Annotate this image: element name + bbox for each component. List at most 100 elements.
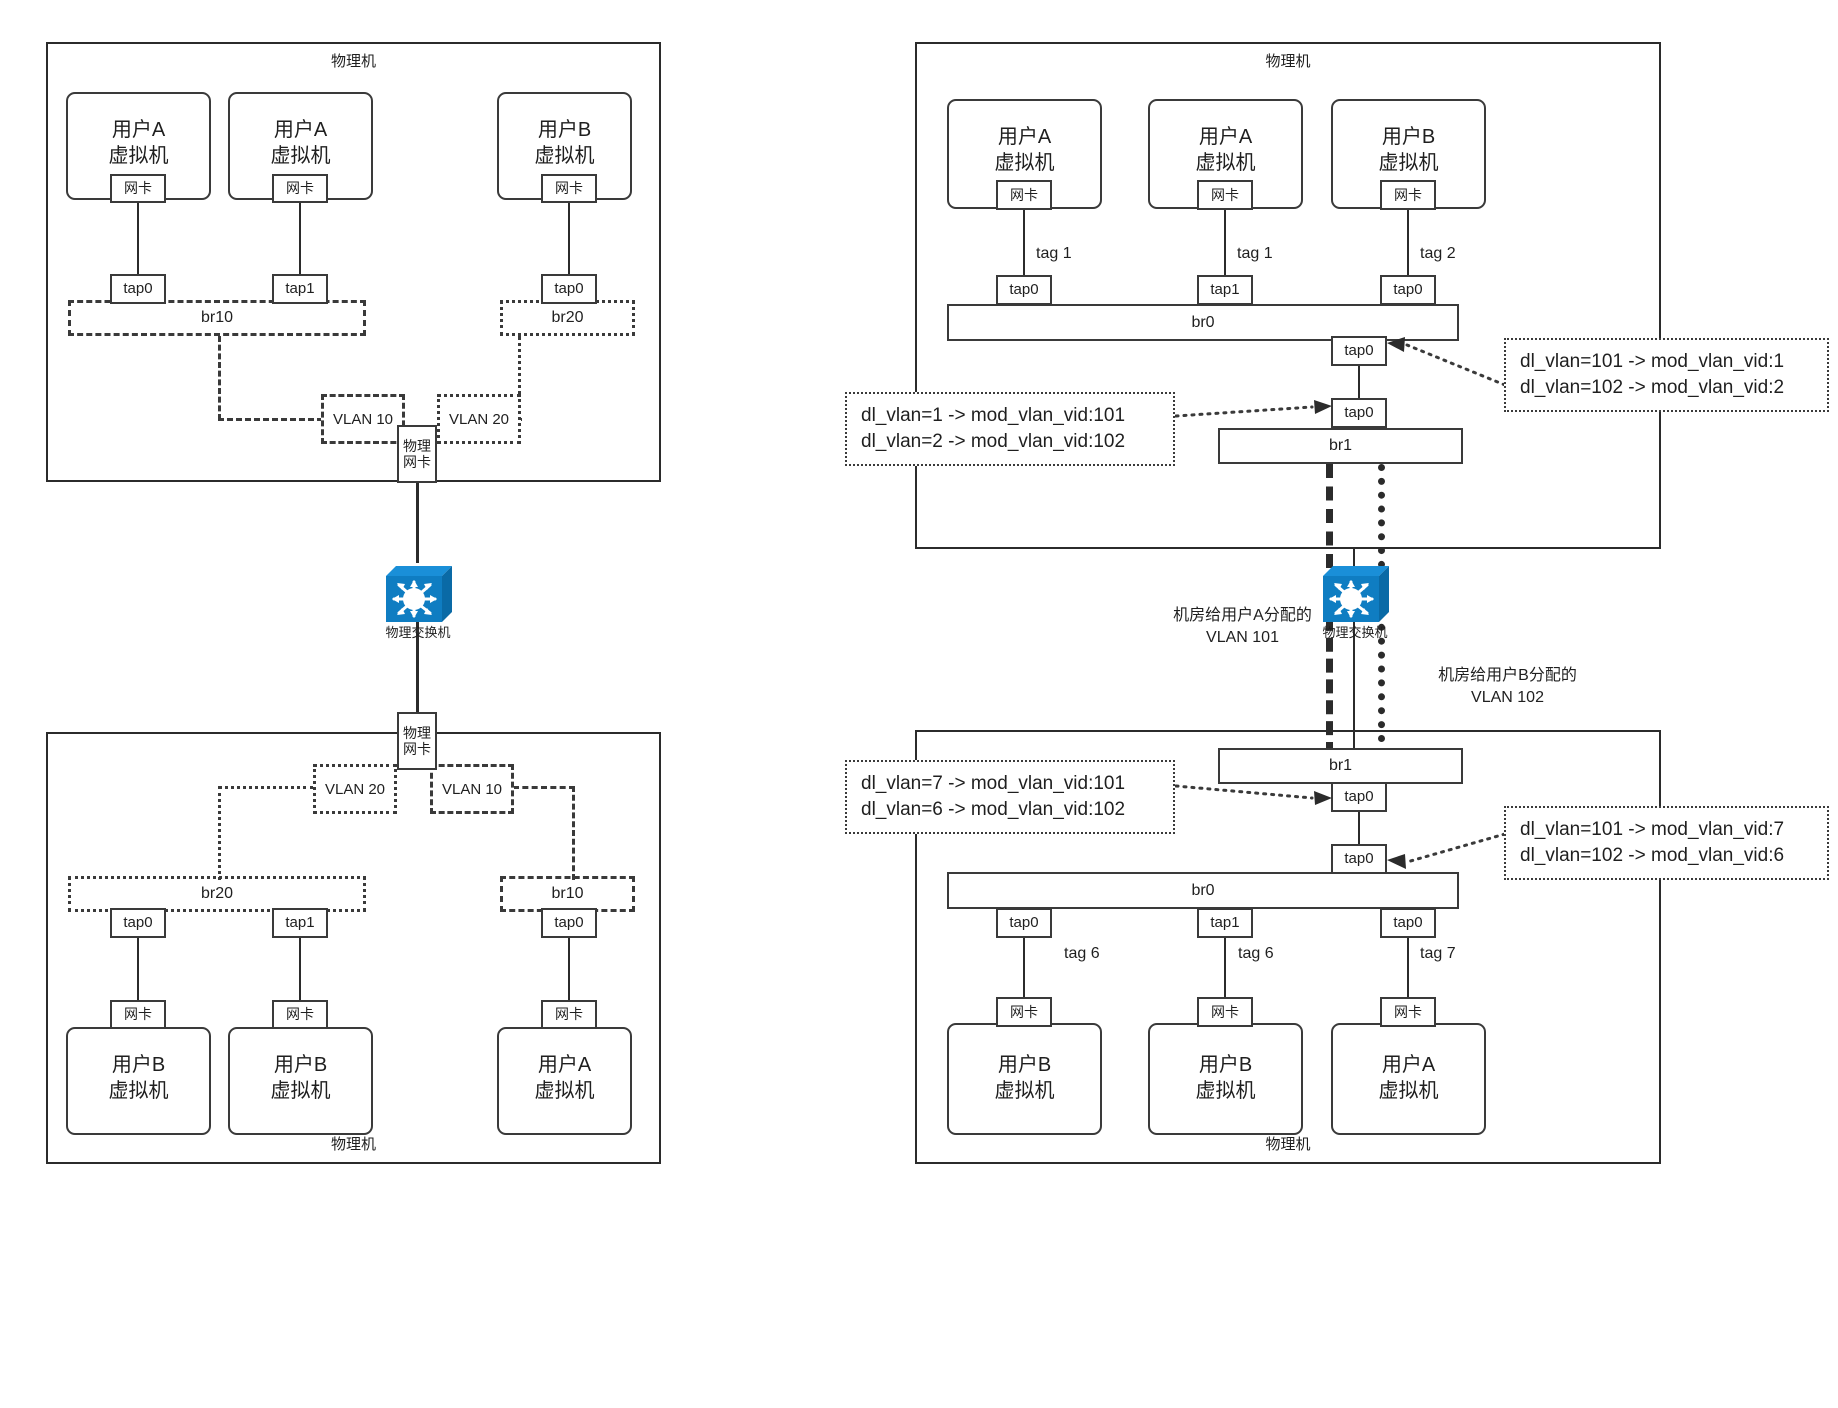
host-right-bottom: 物理机: [915, 730, 1661, 1164]
link-nic-tap: [1023, 210, 1025, 275]
link-switch-down-left: [416, 620, 419, 740]
flow-rule-callout-in: dl_vlan=101 -> mod_vlan_vid:7 dl_vlan=10…: [1504, 806, 1829, 881]
vlan-tag-box-20: VLAN 20: [313, 764, 397, 814]
bridge-br1: br1: [1218, 428, 1463, 464]
vlan-tag-label: tag 2: [1420, 245, 1456, 262]
flow-rule-callout-out: dl_vlan=7 -> mod_vlan_vid:101 dl_vlan=6 …: [845, 760, 1175, 835]
link-tap-nic: [1224, 938, 1226, 1000]
vm-box: 用户A 虚拟机: [497, 1027, 632, 1135]
vm-label: 用户B 虚拟机: [534, 119, 595, 167]
tap-port: tap0: [110, 274, 166, 304]
link-vlan10-br10-v: [572, 786, 575, 880]
tap-port: tap0: [541, 908, 597, 938]
trunk-vlan101-lower: [1326, 596, 1333, 756]
host-left-top: 物理机: [46, 42, 661, 482]
link-vlan10-br10-h: [513, 786, 575, 789]
tap-port: tap0: [110, 908, 166, 938]
vm-nic: 网卡: [110, 1000, 166, 1029]
tap-port: tap0: [996, 908, 1052, 938]
switch-right: 物理交换机: [1315, 560, 1395, 650]
bridge-br0: br0: [947, 872, 1459, 909]
vm-label: 用户B 虚拟机: [108, 1054, 169, 1102]
link-tap-nic: [1407, 938, 1409, 1000]
vm-nic: 网卡: [1197, 997, 1253, 1027]
vm-label: 用户A 虚拟机: [994, 126, 1055, 174]
link-nic-tap: [137, 203, 139, 274]
link-pnic-switch: [416, 483, 419, 563]
leader-arrow-out: [1174, 400, 1332, 418]
vm-box: 用户B 虚拟机: [66, 1027, 211, 1135]
link-br20-vlan20: [518, 336, 521, 420]
switch-left-label: 物理交换机: [385, 625, 451, 640]
patch-port-lower: tap0: [1331, 844, 1387, 874]
patch-port-upper: tap0: [1331, 782, 1387, 812]
bridge-br20: br20: [500, 300, 635, 336]
vlan-tag-label: tag 1: [1036, 245, 1072, 262]
vlan-tag-label: tag 1: [1237, 245, 1273, 262]
vm-box: 用户B 虚拟机: [1148, 1023, 1303, 1135]
vlan-tag-box-10: VLAN 10: [321, 394, 405, 444]
vm-nic: 网卡: [541, 1000, 597, 1029]
physical-nic: 物理 网卡: [397, 425, 437, 483]
vlan-tag-label: tag 6: [1064, 945, 1100, 962]
tap-port: tap0: [996, 275, 1052, 305]
link-patch-pair: [1358, 812, 1360, 846]
vm-nic: 网卡: [110, 174, 166, 203]
link-vlan20-br20-h: [218, 786, 314, 789]
vm-nic: 网卡: [1380, 180, 1436, 210]
vlan-note-b: 机房给用户B分配的 VLAN 102: [1438, 667, 1577, 706]
bridge-br20: br20: [68, 876, 366, 912]
vm-nic: 网卡: [996, 180, 1052, 210]
vm-label: 用户A 虚拟机: [1378, 1054, 1439, 1102]
flow-rule-callout-out: dl_vlan=1 -> mod_vlan_vid:101 dl_vlan=2 …: [845, 392, 1175, 467]
bridge-br10: br10: [500, 876, 635, 912]
vm-nic: 网卡: [996, 997, 1052, 1027]
vm-box: 用户B 虚拟机: [1331, 99, 1486, 209]
link-tap-nic: [568, 938, 570, 1004]
host-right-top-title: 物理机: [1265, 53, 1311, 70]
vm-nic: 网卡: [272, 1000, 328, 1029]
link-switch-br1-lower: [1353, 620, 1355, 754]
link-tap-nic: [137, 938, 139, 1004]
link-nic-tap: [1407, 210, 1409, 275]
trunk-vlan101-upper: [1326, 464, 1333, 568]
link-tap-nic: [1023, 938, 1025, 1000]
bridge-br10: br10: [68, 300, 366, 336]
vlan-tag-label: tag 6: [1238, 945, 1274, 962]
physical-nic: 物理 网卡: [397, 712, 437, 770]
vm-label: 用户B 虚拟机: [994, 1054, 1055, 1102]
link-nic-tap: [1224, 210, 1226, 275]
switch-right-label: 物理交换机: [1322, 625, 1388, 640]
vm-label: 用户B 虚拟机: [1378, 126, 1439, 174]
tap-port: tap1: [272, 908, 328, 938]
link-tap-nic: [299, 938, 301, 1004]
patch-port-upper: tap0: [1331, 336, 1387, 366]
link-patch-pair: [1358, 366, 1360, 400]
switch-left: 物理交换机: [378, 560, 458, 650]
tap-port: tap0: [1380, 908, 1436, 938]
link-vlan20-br20-v: [218, 786, 221, 880]
host-right-bottom-title: 物理机: [1265, 1136, 1311, 1153]
vlan-tag-box-20: VLAN 20: [437, 394, 521, 444]
vm-label: 用户B 虚拟机: [1195, 1054, 1256, 1102]
host-left-top-title: 物理机: [330, 53, 376, 70]
vm-nic: 网卡: [272, 174, 328, 203]
switch-icon: [1323, 566, 1389, 622]
tap-port: tap1: [1197, 908, 1253, 938]
vm-box: 用户B 虚拟机: [228, 1027, 373, 1135]
leader-arrow-out: [1174, 784, 1332, 805]
vlan-note-a: 机房给用户A分配的 VLAN 101: [1173, 607, 1312, 646]
link-br1-switch-upper: [1353, 549, 1355, 571]
trunk-vlan102-lower: [1378, 596, 1385, 756]
vm-label: 用户A 虚拟机: [534, 1054, 595, 1102]
link-nic-tap: [568, 203, 570, 274]
tap-port: tap1: [272, 274, 328, 304]
leader-arrow-in: [1387, 832, 1507, 869]
host-left-bottom-title: 物理机: [330, 1136, 376, 1153]
vm-box: 用户A 虚拟机: [1331, 1023, 1486, 1135]
bridge-br0: br0: [947, 304, 1459, 341]
vm-label: 用户A 虚拟机: [108, 119, 169, 167]
patch-port-lower: tap0: [1331, 398, 1387, 428]
vm-nic: 网卡: [1380, 997, 1436, 1027]
